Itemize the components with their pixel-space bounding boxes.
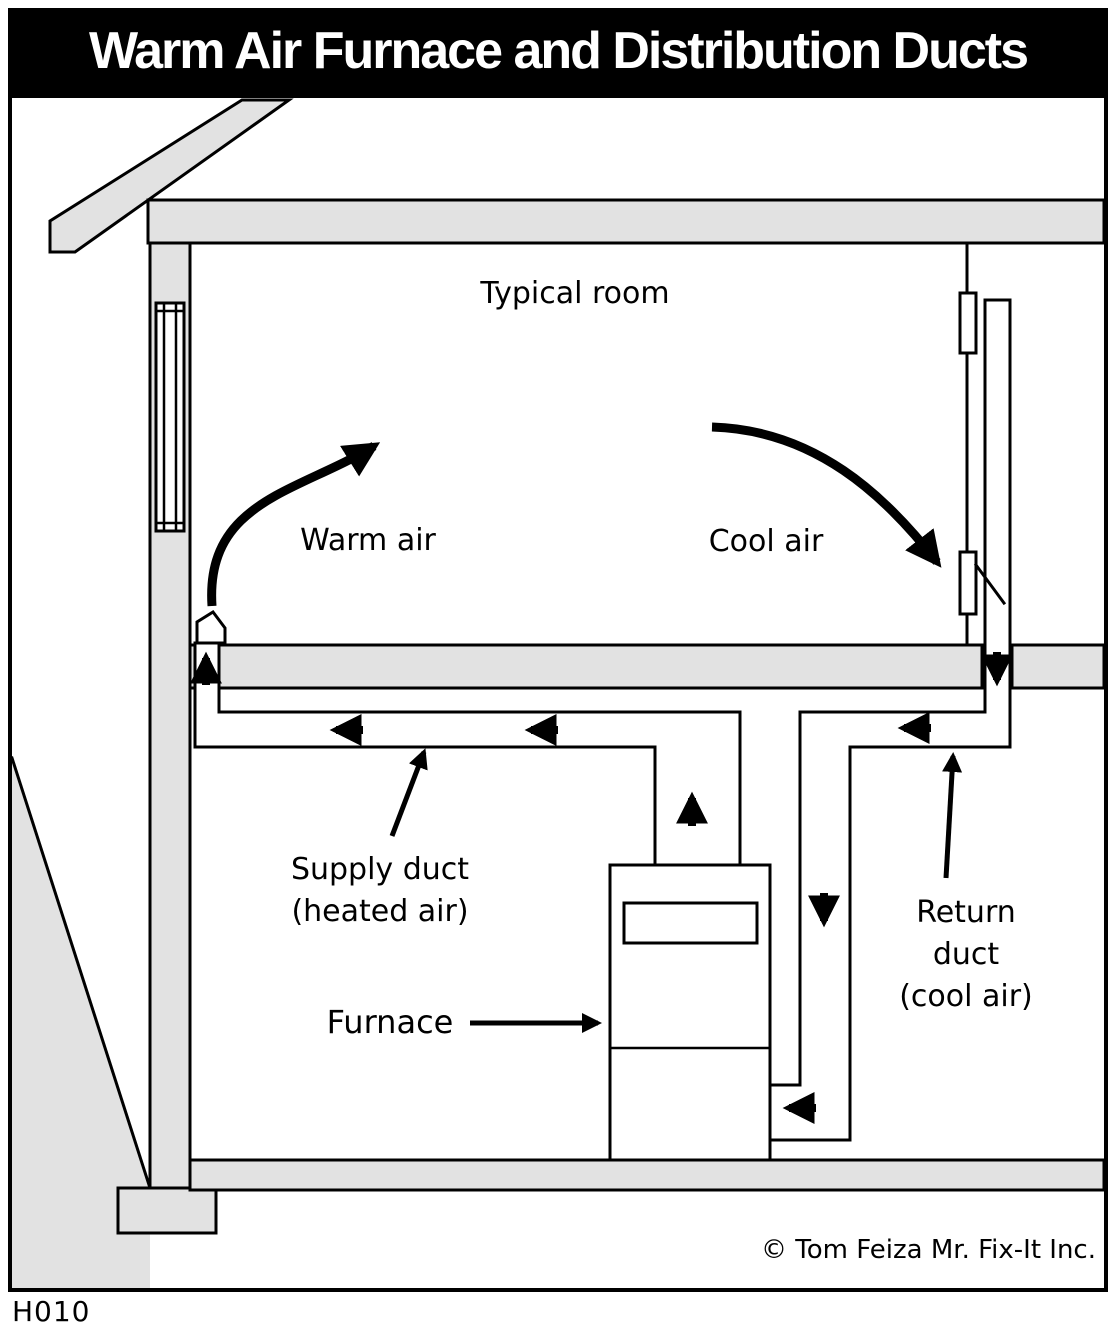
return-duct-label-line2: duct [933,937,1000,972]
window [154,301,186,533]
footing [116,1186,218,1235]
basement-floor [188,1158,1106,1192]
cool-air-flow-arrow [711,422,942,568]
roof [48,98,294,254]
diagram-canvas: Typical room Warm air Cool air Supply du… [10,98,1106,1288]
warm-air-flow-arrow [207,442,381,607]
cool-air-label: Cool air [709,524,824,559]
figure-code: H010 [12,1295,91,1328]
furnace-label: Furnace [327,1003,454,1041]
furnace-panel [622,901,759,945]
floor-left [188,643,984,690]
supply-duct-label-arrow [389,748,428,837]
return-register-low [958,550,978,616]
supply-duct-label-line2: (heated air) [291,894,468,929]
floor-right [1010,643,1106,690]
diagram-frame: Typical room Warm air Cool air Supply du… [8,94,1108,1292]
supply-duct-label-line1: Supply duct [291,852,469,887]
return-register-connector-line [973,562,1007,606]
warm-air-label: Warm air [300,523,436,558]
supply-register [195,609,227,645]
ground-fill [12,758,150,1288]
copyright-text: © Tom Feiza Mr. Fix-It Inc. [761,1235,1096,1265]
return-duct-label-arrow [942,752,963,879]
return-duct-label-line3: (cool air) [899,979,1033,1014]
page-title: Warm Air Furnace and Distribution Ducts [88,22,1029,80]
typical-room-label: Typical room [479,276,669,311]
title-bar: Warm Air Furnace and Distribution Ducts [8,8,1108,94]
grade-line [10,756,152,1190]
ceiling [146,198,1106,245]
return-register-high [958,291,978,355]
return-duct-label-line1: Return [916,895,1016,930]
